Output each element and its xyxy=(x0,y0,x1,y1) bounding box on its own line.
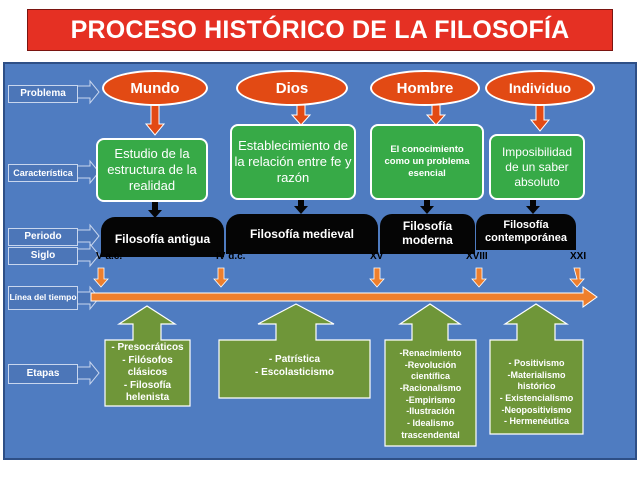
period-bar-antigua: Filosofía antigua xyxy=(101,217,224,257)
row-label-caracteristica: Característica xyxy=(8,164,78,182)
problem-oval-mundo: Mundo xyxy=(102,70,208,106)
problem-oval-hombre: Hombre xyxy=(370,70,480,106)
problema-pointer xyxy=(76,79,100,105)
char-down-arrow xyxy=(148,198,540,218)
row-label-periodo: Periodo xyxy=(8,228,78,246)
stage-list-antigua: - Presocráticos - Filósofos clásicos - F… xyxy=(111,342,184,403)
period-bar-moderna: Filosofía moderna xyxy=(380,214,475,254)
oval-down-arrow xyxy=(144,103,551,136)
period-bar-contemporanea: Filosofía contemporánea xyxy=(476,214,576,250)
century-label: XVIII xyxy=(466,251,488,262)
stage-list-medieval: - Patrística - Escolasticismo xyxy=(255,354,334,378)
timeline-arrow xyxy=(90,286,598,308)
problem-oval-individuo: Individuo xyxy=(485,70,595,106)
etapas-pointer xyxy=(76,360,100,386)
period-bar-medieval: Filosofía medieval xyxy=(226,214,378,254)
characteristic-box-individuo: Imposibilidad de un saber absoluto xyxy=(489,134,585,200)
century-label: V a.c. xyxy=(96,251,123,262)
caracteristica-pointer xyxy=(76,159,100,185)
century-down-arrow xyxy=(93,267,585,288)
stage-list-contemporanea: - Positivismo -Materialismo histórico - … xyxy=(499,358,574,427)
row-label-problema: Problema xyxy=(8,85,78,103)
problem-oval-dios: Dios xyxy=(236,70,348,106)
row-label-etapas: Etapas xyxy=(8,364,78,384)
periodo-pointer xyxy=(76,223,100,249)
row-label-linea: Línea del tiempo xyxy=(8,286,78,310)
stage-list-moderna: -Renacimiento -Revolución científica -Ra… xyxy=(399,348,462,440)
century-label: XV xyxy=(370,251,384,262)
siglo-pointer xyxy=(76,242,100,268)
page-title: PROCESO HISTÓRICO DE LA FILOSOFÍA xyxy=(27,9,613,51)
century-label: IV d.c. xyxy=(216,251,246,262)
characteristic-box-hombre: El conocimiento como un problema esencia… xyxy=(370,124,484,200)
stage-shape xyxy=(104,303,584,447)
row-label-siglo: Siglo xyxy=(8,247,78,265)
characteristic-box-mundo: Estudio de la estructura de la realidad xyxy=(96,138,208,202)
characteristic-box-dios: Establecimiento de la relación entre fe … xyxy=(230,124,356,200)
century-label: XXI xyxy=(570,251,587,262)
